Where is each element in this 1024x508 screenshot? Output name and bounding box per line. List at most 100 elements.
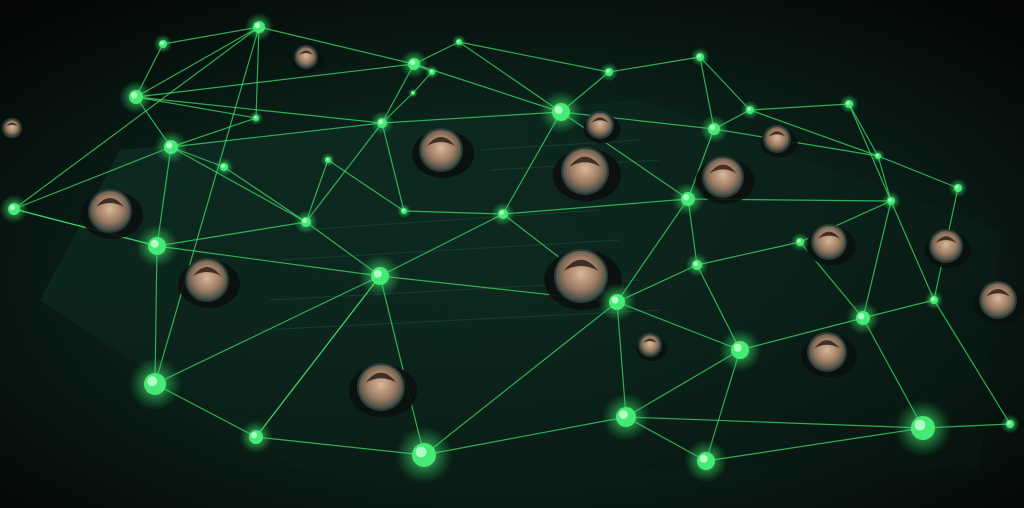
network-node [602, 393, 650, 441]
network-node [128, 357, 182, 411]
network-node [924, 290, 944, 310]
avatar-face [813, 226, 845, 258]
node-highlight [709, 124, 716, 131]
network-edge [135, 26, 260, 98]
network-node [948, 178, 968, 198]
node-highlight [683, 194, 690, 201]
network-node [690, 47, 710, 67]
node-highlight [733, 343, 742, 352]
network-edge [608, 56, 701, 73]
network-edge [156, 221, 307, 247]
node-highlight [147, 376, 158, 387]
network-edge [162, 26, 260, 45]
avatar [973, 281, 1024, 325]
avatar [552, 147, 622, 202]
avatar-face [809, 334, 845, 370]
network-node [740, 100, 760, 120]
network-node [699, 114, 729, 144]
node-highlight [931, 297, 935, 301]
avatar-face [556, 251, 606, 301]
node-highlight [554, 105, 563, 114]
network-edge [423, 301, 618, 456]
network-edge [862, 200, 892, 319]
network-node [881, 191, 901, 211]
avatar-face [359, 365, 403, 409]
node-highlight [378, 119, 383, 124]
node-highlight [858, 313, 865, 320]
avatar-face [421, 130, 461, 170]
network-edge [848, 103, 892, 202]
node-highlight [131, 92, 138, 99]
node-highlight [456, 39, 460, 43]
network-node [685, 253, 709, 277]
avatar-layer [1, 45, 1024, 418]
node-highlight [846, 101, 850, 105]
avatar [292, 45, 324, 73]
avatar-hair [365, 372, 397, 383]
network-edge [170, 122, 383, 148]
node-highlight [699, 454, 708, 463]
network-edge [381, 111, 562, 124]
node-highlight [221, 164, 225, 168]
avatar-hair [193, 267, 221, 276]
node-highlight [415, 446, 427, 458]
network-edge [223, 166, 307, 223]
network-node [248, 110, 264, 126]
avatar [1, 118, 27, 142]
network-node [408, 88, 418, 98]
avatar [801, 332, 857, 378]
node-highlight [797, 239, 801, 243]
network-edge [848, 103, 879, 157]
avatar-face [640, 335, 660, 355]
avatar-face [588, 113, 612, 137]
avatar-hair [817, 231, 841, 239]
network-node [671, 182, 705, 216]
avatar-hair [709, 164, 737, 174]
network-edge [13, 26, 260, 210]
node-highlight [251, 432, 258, 439]
network-edge [255, 26, 260, 119]
network-node [370, 111, 394, 135]
network-edge [616, 301, 741, 351]
avatar-hair [768, 131, 786, 137]
avatar [81, 189, 143, 239]
network-node [894, 399, 952, 457]
avatar-face [563, 149, 607, 193]
node-highlight [619, 410, 628, 419]
network-edge [699, 56, 751, 111]
network-edge [560, 111, 689, 200]
network-edge [877, 155, 959, 189]
network-edge [154, 26, 260, 385]
node-highlight [373, 269, 382, 278]
network-edge [379, 213, 504, 277]
node-highlight [254, 22, 261, 29]
network-node [320, 152, 336, 168]
network-node [790, 232, 810, 252]
network-node [214, 157, 234, 177]
avatar-hair [6, 122, 18, 127]
network-edge [154, 275, 381, 385]
avatar-hair [986, 288, 1010, 297]
node-highlight [401, 208, 405, 212]
network-edge [705, 427, 924, 462]
network-node [154, 130, 188, 164]
network-edge [502, 198, 689, 215]
avatar-face [765, 127, 789, 151]
node-highlight [888, 198, 892, 202]
network-edge [13, 146, 172, 210]
avatar [636, 333, 668, 361]
network-node [358, 254, 402, 298]
network-node [1000, 414, 1020, 434]
avatar-face [4, 120, 20, 136]
network-node [135, 224, 179, 268]
avatar-hair [96, 198, 124, 207]
network-edge [135, 96, 257, 119]
avatar [348, 363, 418, 418]
avatar-hair [643, 338, 657, 343]
node-highlight [611, 296, 619, 304]
avatar [695, 156, 755, 204]
avatar [178, 258, 240, 308]
network-edge [423, 416, 627, 456]
network-node [870, 148, 886, 164]
